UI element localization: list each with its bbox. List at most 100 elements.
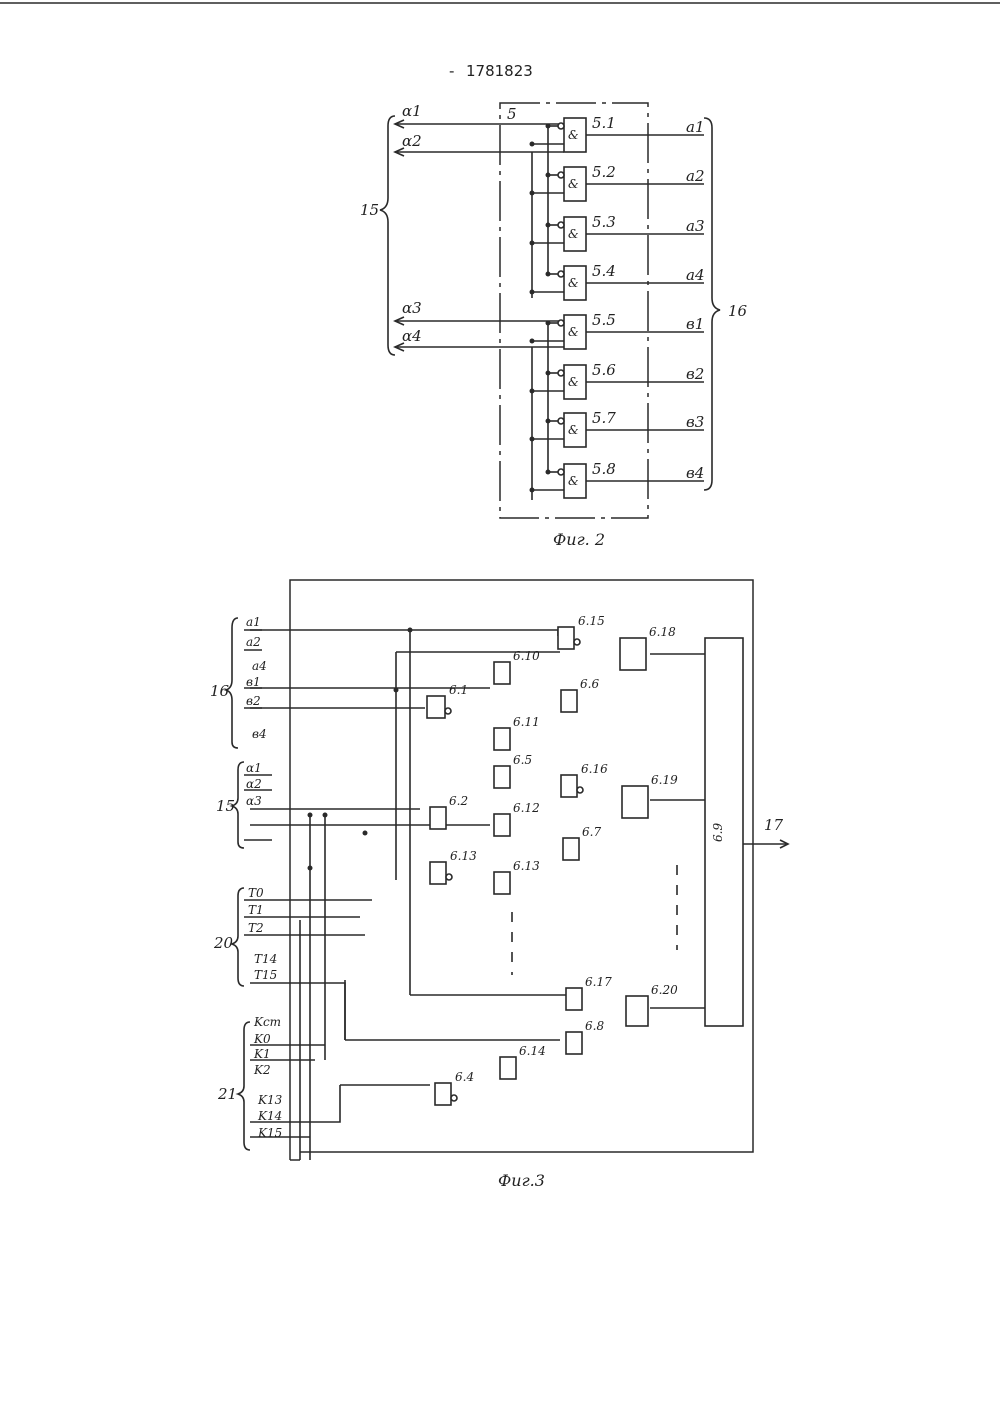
fig2-input-label: в1 <box>686 315 704 333</box>
fig2-gate-label: 5.2 <box>592 163 616 181</box>
gate-and-symbol: & <box>568 474 579 488</box>
fig3-gate-label: 6.14 <box>519 1044 546 1058</box>
fig3-gate-6-20: 6.20 <box>626 983 678 1026</box>
gate-and-symbol: & <box>568 423 579 437</box>
fig3-gate-6-8: 6.8 <box>566 1019 604 1054</box>
bus-21-k14: K14 <box>257 1109 282 1123</box>
bus-15-alpha2: α2 <box>246 777 262 791</box>
fig3-gate-6-10: 6.10 <box>494 649 540 684</box>
fig3-gate-6-15: 6.15 <box>558 614 605 649</box>
fig3-gate-label: 6.16 <box>581 762 608 776</box>
fig3-gate-label: 6.13 <box>513 859 540 873</box>
fig2-gate-5-3: &5.3 a3 <box>530 213 705 251</box>
fig3-gate-label: 6.10 <box>513 649 540 663</box>
fig3-gate-label: 6.4 <box>455 1070 474 1084</box>
fig3-gate-label: 6.8 <box>585 1019 604 1033</box>
bus-20-label: 20 <box>213 934 234 952</box>
fig2-brace-15 <box>380 116 395 355</box>
gate-and-symbol: & <box>568 177 579 191</box>
fig2-output-alpha2: α2 <box>402 132 422 150</box>
fig3-gate-6-6: 6.6 <box>561 677 599 712</box>
fig2-gate-5-7: &5.7в3 <box>530 409 705 447</box>
fig3-gate-label: 6.7 <box>582 825 601 839</box>
fig2-input-label: a3 <box>686 217 705 235</box>
fig2-gate-label: 5.3 <box>592 213 616 231</box>
fig2-output-alpha3: α3 <box>402 299 422 317</box>
block-6-9-label: 6.9 <box>711 823 725 842</box>
fig2-caption: Фиг. 2 <box>553 530 605 549</box>
bus-16-a2: a2 <box>246 635 261 649</box>
fig3-caption: Фиг.3 <box>498 1171 545 1190</box>
gate-and-symbol: & <box>568 276 579 290</box>
bus-16-label: 16 <box>210 682 230 700</box>
bus-20-t1: T1 <box>248 903 264 917</box>
fig3-gate-label: 6.2 <box>449 794 468 808</box>
bus-15-label: 15 <box>216 797 235 815</box>
fig2-bus-15-label: 15 <box>360 201 379 219</box>
fig3-gate-6-17: 6.17 <box>566 975 612 1010</box>
patent-number-dash: - <box>449 62 454 80</box>
bus-16-b1: в1 <box>246 675 261 689</box>
wire-junction-dot <box>363 831 368 836</box>
bus-20-inputs: 20 T0 T1 T2 T14 T15 <box>213 886 372 986</box>
fig3-gate-6-5: 6.5 <box>494 753 532 788</box>
fig2-gate-label: 5.1 <box>592 114 616 132</box>
fig3-gate-label: 6.17 <box>585 975 612 989</box>
fig3-gate-label: 6.18 <box>649 625 676 639</box>
wire-junction-dot <box>308 866 313 871</box>
fig3-gate-6-12: 6.12 <box>494 801 540 836</box>
bus-16-inputs: 16 a1 a2 a4 в1 в2 в4 <box>210 615 267 748</box>
fig2-input-label: в3 <box>686 413 704 431</box>
fig2-input-label: a2 <box>686 167 705 185</box>
fig2-input-label: a1 <box>686 118 705 136</box>
bus-20-t0: T0 <box>248 886 264 900</box>
bus-21-label: 21 <box>217 1085 237 1103</box>
fig3-gate-6-11: 6.11 <box>494 715 540 750</box>
fig3-gate-label: 6.5 <box>513 753 532 767</box>
bus-15-alpha3: α3 <box>246 794 262 808</box>
fig2-gate-5-6: &5.6в2 <box>530 361 705 399</box>
fig2-gate-5-8: &5.8в4 <box>530 460 705 498</box>
fig2-block-label: 5 <box>507 105 517 123</box>
wire-junction-dot <box>323 813 328 818</box>
gate-and-symbol: & <box>568 325 579 339</box>
bus-20-t15: T15 <box>254 968 277 982</box>
fig2-block-frame <box>500 103 648 518</box>
fig3-gate-6-7: 6.7 <box>563 825 601 860</box>
fig2-output-alpha1: α1 <box>402 102 422 120</box>
fig2-gates: &5.1a1&5.2a2&5.3a3&5.4a4&5.5в1&5.6в2&5.7… <box>530 114 705 498</box>
fig3-gate-label: 6.11 <box>513 715 540 729</box>
bus-20-t14: T14 <box>254 952 277 966</box>
fig2-brace-16 <box>704 118 720 490</box>
fig3-gate-6-4: 6.4 <box>435 1070 474 1105</box>
fig3-gate-label: 6.19 <box>651 773 678 787</box>
fig2-gate-5-5: &5.5 в1 <box>530 311 705 349</box>
bus-16-a1: a1 <box>246 615 261 629</box>
output-17-label: 17 <box>764 816 784 834</box>
fig2-bus-16-label: 16 <box>728 302 748 320</box>
bus-21-k2: K2 <box>253 1063 271 1077</box>
wire-junction-dot <box>308 813 313 818</box>
fig2-gate-5-4: &5.4 a4 <box>530 262 705 300</box>
fig3-gate-label: 6.12 <box>513 801 540 815</box>
fig3-gate-6-2: 6.2 <box>430 794 468 829</box>
bus-15-alpha1: α1 <box>246 761 262 775</box>
gate-and-symbol: & <box>568 227 579 241</box>
bus-21-kst: Kст <box>253 1015 281 1029</box>
fig3-gate-label: 6.6 <box>580 677 599 691</box>
fig3-gate-label: 6.1 <box>449 683 468 697</box>
gate-and-symbol: & <box>568 128 579 142</box>
bus-21-k1: K1 <box>253 1047 271 1061</box>
bus-16-b4: в4 <box>252 727 267 741</box>
patent-number: 1781823 <box>466 62 533 80</box>
fig2-input-label: a4 <box>686 266 705 284</box>
fig3-gate-6-16: 6.16 <box>561 762 608 797</box>
gate-and-symbol: & <box>568 375 579 389</box>
fig2-input-label: в4 <box>686 464 704 482</box>
fig2-gate-label: 5.4 <box>592 262 616 280</box>
fig2-gate-label: 5.5 <box>592 311 616 329</box>
fig2-input-label: в2 <box>686 365 704 383</box>
bus-21-k13: K13 <box>257 1093 283 1107</box>
fig2-gate-5-2: &5.2 a2 <box>530 163 705 201</box>
